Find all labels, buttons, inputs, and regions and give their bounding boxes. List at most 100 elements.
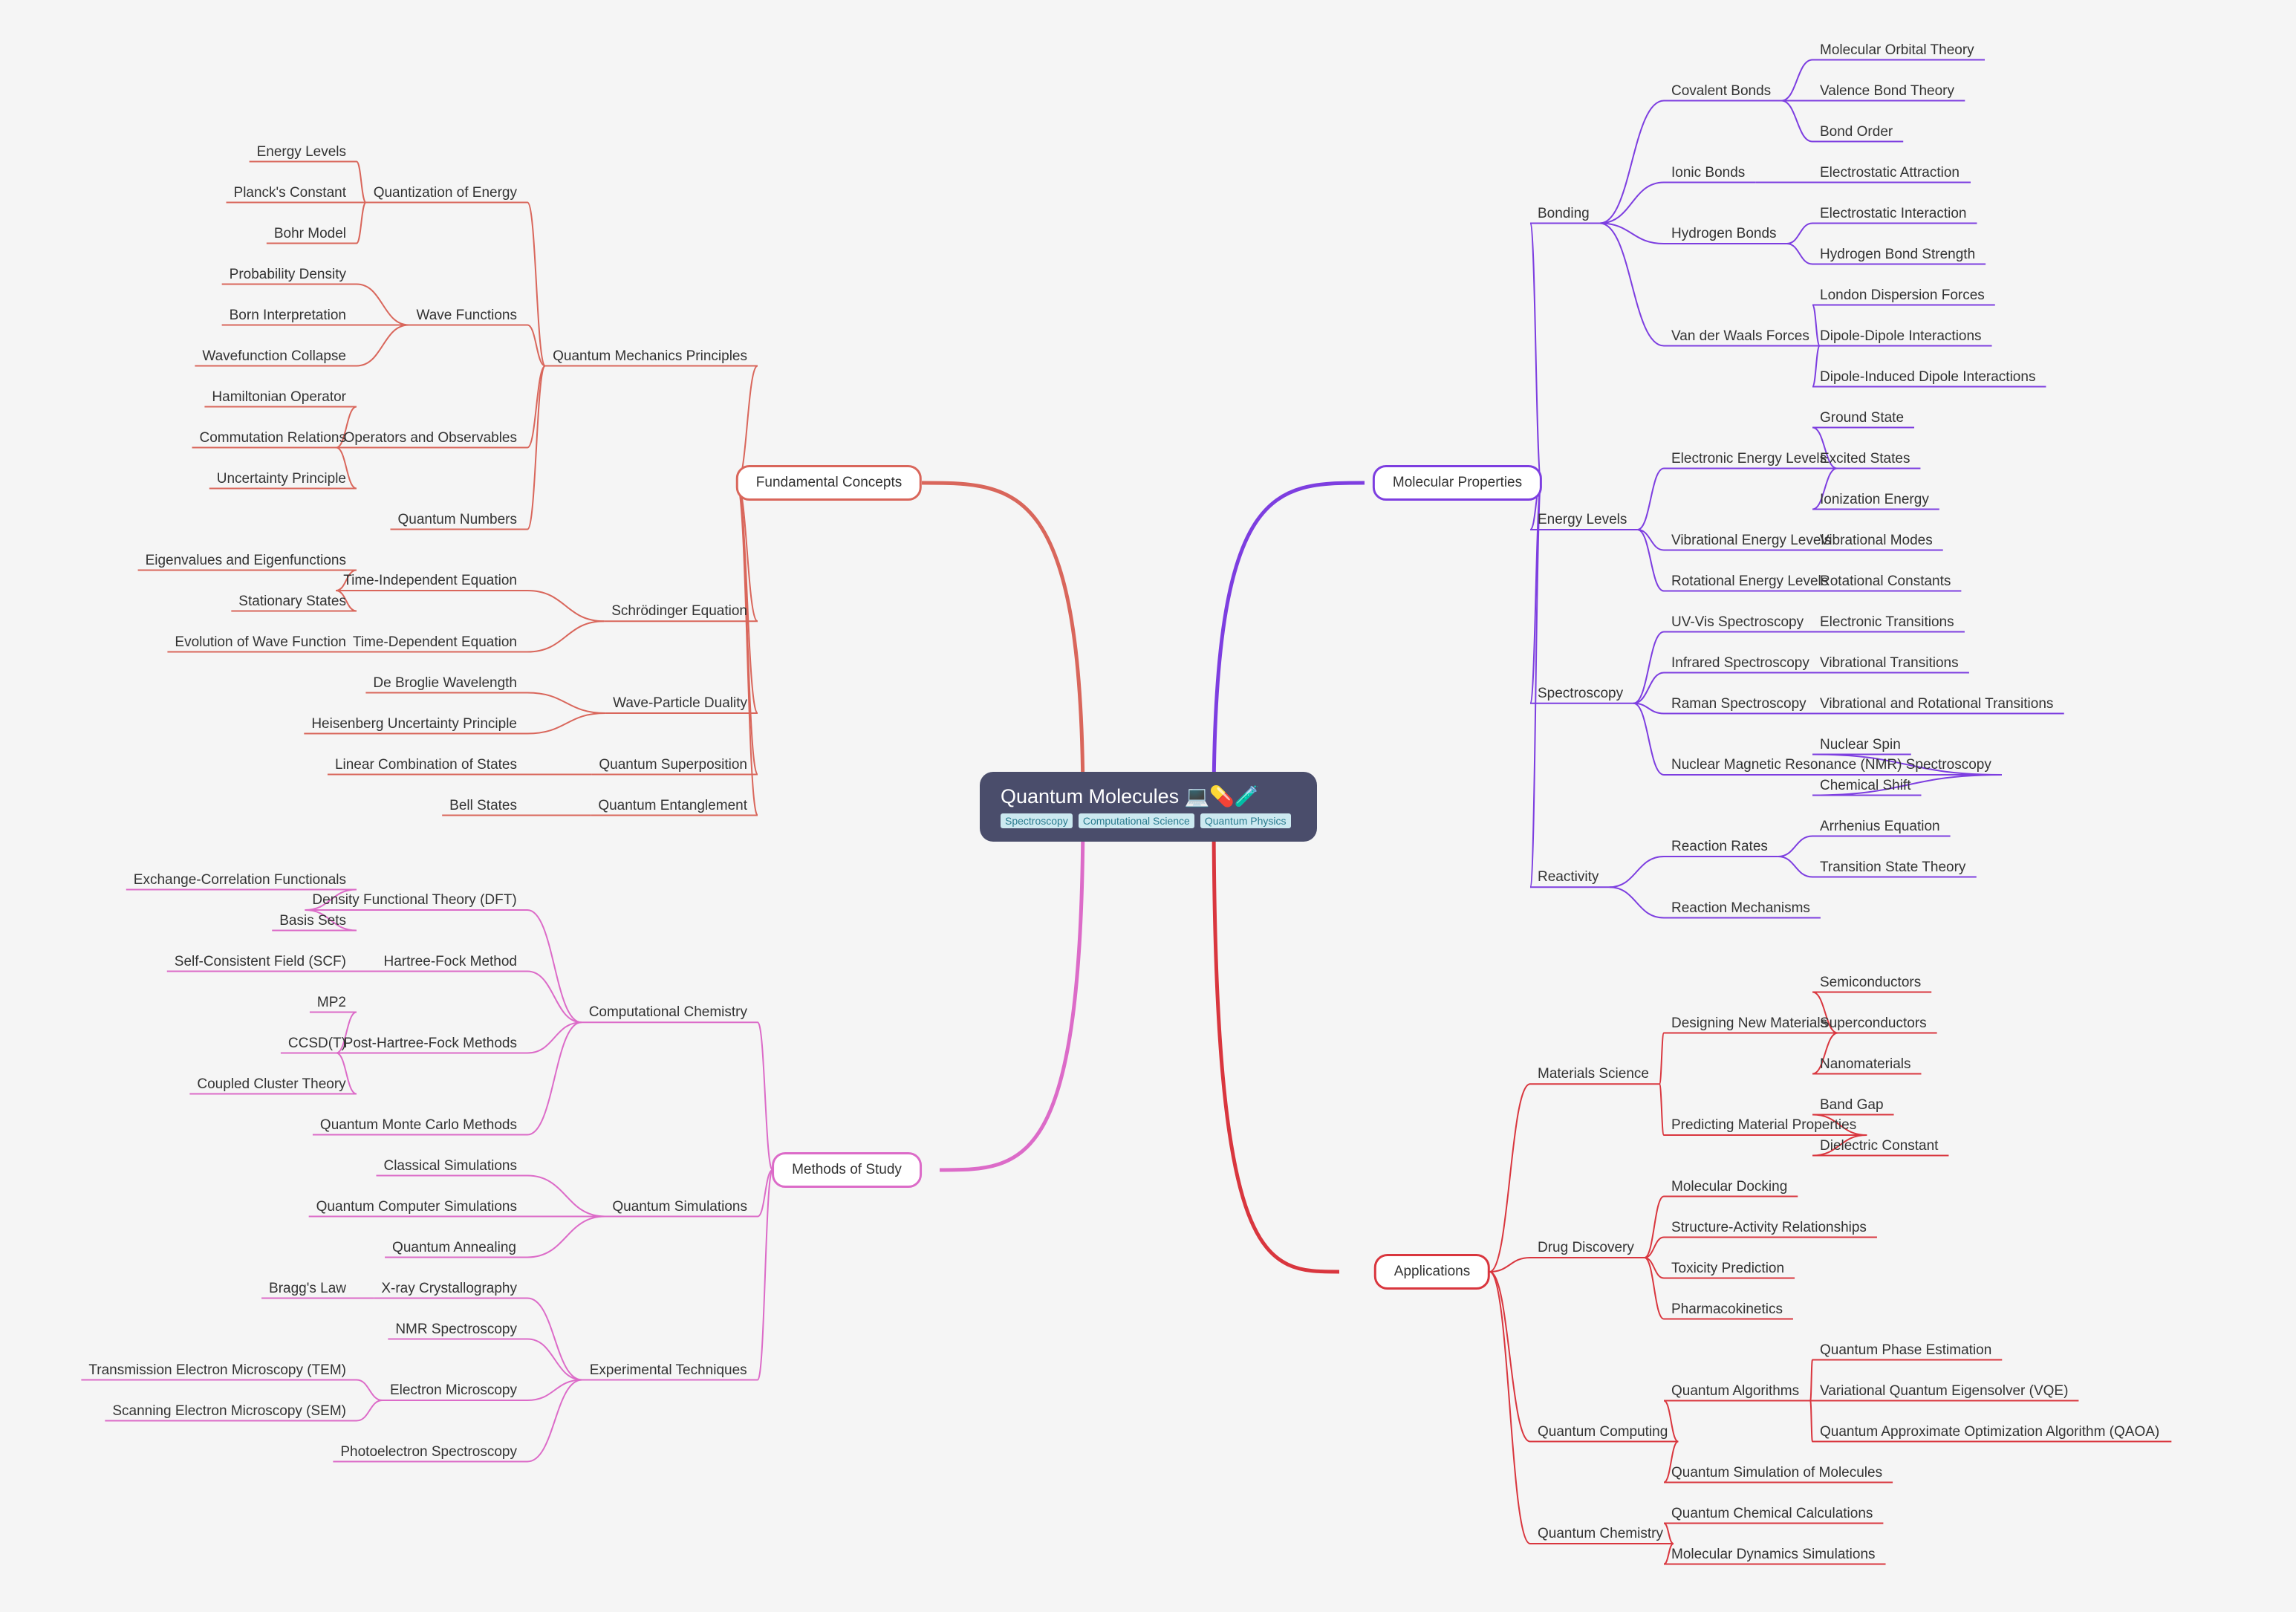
node-molecular-dynamics-simulations[interactable]: Molecular Dynamics Simulations	[1671, 1546, 1876, 1562]
node-rotational-energy-levels[interactable]: Rotational Energy Levels	[1671, 573, 1829, 589]
node-de-broglie-wavelength[interactable]: De Broglie Wavelength	[373, 675, 517, 691]
node-spectroscopy[interactable]: Spectroscopy	[1538, 685, 1624, 701]
root-node[interactable]: Quantum Molecules 💻💊🧪 Spectroscopy Compu…	[980, 772, 1317, 842]
node-bonding[interactable]: Bonding	[1538, 205, 1590, 221]
node-linear-combination-of-states[interactable]: Linear Combination of States	[334, 756, 517, 773]
node-quantum-entanglement[interactable]: Quantum Entanglement	[598, 797, 747, 813]
node-arrhenius-equation[interactable]: Arrhenius Equation	[1820, 818, 1940, 834]
node-time-dependent-equation[interactable]: Time-Dependent Equation	[352, 634, 517, 650]
node-bohr-model[interactable]: Bohr Model	[273, 225, 346, 241]
node-electrostatic-interaction[interactable]: Electrostatic Interaction	[1820, 205, 1967, 221]
node-ccsd-t[interactable]: CCSD(T)	[287, 1035, 346, 1051]
tag-spectroscopy[interactable]: Spectroscopy	[1001, 813, 1073, 828]
node-reaction-rates[interactable]: Reaction Rates	[1671, 839, 1768, 854]
node-covalent-bonds[interactable]: Covalent Bonds	[1671, 82, 1772, 99]
node-infrared-spectroscopy[interactable]: Infrared Spectroscopy	[1671, 654, 1809, 671]
node-coupled-cluster-theory[interactable]: Coupled Cluster Theory	[197, 1076, 346, 1092]
node-operators-and-observables[interactable]: Operators and Observables	[343, 429, 517, 446]
node-electronic-transitions[interactable]: Electronic Transitions	[1820, 614, 1954, 630]
node-electronic-energy-levels[interactable]: Electronic Energy Levels	[1671, 450, 1827, 467]
node-mp2[interactable]: MP2	[316, 994, 346, 1010]
node-nuclear-spin[interactable]: Nuclear Spin	[1820, 736, 1901, 753]
node-dipole-induced-dipole-interactions[interactable]: Dipole-Induced Dipole Interactions	[1820, 368, 2036, 385]
node-schr-dinger-equation[interactable]: Schrödinger Equation	[611, 603, 747, 620]
node-quantum-superposition[interactable]: Quantum Superposition	[599, 756, 747, 773]
node-toxicity-prediction[interactable]: Toxicity Prediction	[1671, 1260, 1785, 1276]
node-quantum-annealing[interactable]: Quantum Annealing	[392, 1239, 516, 1255]
node-designing-new-materials[interactable]: Designing New Materials	[1671, 1015, 1828, 1031]
node-excited-states[interactable]: Excited States	[1820, 450, 1910, 467]
node-photoelectron-spectroscopy[interactable]: Photoelectron Spectroscopy	[340, 1443, 517, 1460]
node-wavefunction-collapse[interactable]: Wavefunction Collapse	[202, 348, 346, 364]
branch-methods-of-study[interactable]: Methods of Study	[772, 1152, 922, 1188]
node-classical-simulations[interactable]: Classical Simulations	[383, 1157, 517, 1174]
node-vibrational-modes[interactable]: Vibrational Modes	[1820, 532, 1933, 548]
node-vibrational-and-rotational-transitions[interactable]: Vibrational and Rotational Transitions	[1820, 695, 2054, 712]
node-uncertainty-principle[interactable]: Uncertainty Principle	[216, 470, 346, 487]
node-drug-discovery[interactable]: Drug Discovery	[1538, 1240, 1634, 1255]
node-variational-quantum-eigensolver-vqe[interactable]: Variational Quantum Eigensolver (VQE)	[1820, 1382, 2069, 1399]
node-raman-spectroscopy[interactable]: Raman Spectroscopy	[1671, 695, 1806, 712]
node-ionization-energy[interactable]: Ionization Energy	[1820, 491, 1929, 507]
node-electron-microscopy[interactable]: Electron Microscopy	[389, 1382, 517, 1398]
node-quantization-of-energy[interactable]: Quantization of Energy	[373, 184, 517, 201]
node-transition-state-theory[interactable]: Transition State Theory	[1820, 859, 1966, 875]
node-wave-functions[interactable]: Wave Functions	[416, 307, 517, 323]
node-molecular-docking[interactable]: Molecular Docking	[1671, 1178, 1788, 1195]
node-quantum-approximate-optimization-algorithm-qaoa[interactable]: Quantum Approximate Optimization Algorit…	[1820, 1423, 2160, 1440]
node-quantum-algorithms[interactable]: Quantum Algorithms	[1671, 1382, 1800, 1399]
node-post-hartree-fock-methods[interactable]: Post-Hartree-Fock Methods	[343, 1035, 517, 1051]
node-dielectric-constant[interactable]: Dielectric Constant	[1820, 1137, 1939, 1154]
node-computational-chemistry[interactable]: Computational Chemistry	[588, 1004, 747, 1021]
node-superconductors[interactable]: Superconductors	[1820, 1015, 1927, 1031]
node-planck-s-constant[interactable]: Planck's Constant	[233, 184, 346, 201]
branch-fundamental-concepts[interactable]: Fundamental Concepts	[735, 465, 923, 501]
tag-quantum-physics[interactable]: Quantum Physics	[1200, 813, 1291, 828]
node-bell-states[interactable]: Bell States	[449, 797, 517, 813]
branch-applications[interactable]: Applications	[1373, 1254, 1491, 1290]
node-experimental-techniques[interactable]: Experimental Techniques	[589, 1362, 747, 1378]
node-density-functional-theory-dft[interactable]: Density Functional Theory (DFT)	[312, 892, 517, 908]
node-ground-state[interactable]: Ground State	[1820, 409, 1905, 426]
node-hamiltonian-operator[interactable]: Hamiltonian Operator	[212, 389, 346, 405]
node-nmr-spectroscopy[interactable]: NMR Spectroscopy	[395, 1321, 517, 1337]
node-bond-order[interactable]: Bond Order	[1820, 123, 1893, 140]
node-pharmacokinetics[interactable]: Pharmacokinetics	[1671, 1301, 1783, 1317]
node-nuclear-magnetic-resonance-nmr-spectroscopy[interactable]: Nuclear Magnetic Resonance (NMR) Spectro…	[1671, 757, 1991, 773]
tag-computational-science[interactable]: Computational Science	[1078, 813, 1194, 828]
node-exchange-correlation-functionals[interactable]: Exchange-Correlation Functionals	[133, 871, 346, 888]
node-transmission-electron-microscopy-tem[interactable]: Transmission Electron Microscopy (TEM)	[88, 1362, 346, 1378]
node-hydrogen-bond-strength[interactable]: Hydrogen Bond Strength	[1820, 246, 1976, 262]
node-dipole-dipole-interactions[interactable]: Dipole-Dipole Interactions	[1820, 328, 1982, 344]
node-evolution-of-wave-function[interactable]: Evolution of Wave Function	[175, 634, 346, 650]
node-heisenberg-uncertainty-principle[interactable]: Heisenberg Uncertainty Principle	[311, 715, 517, 732]
node-vibrational-energy-levels[interactable]: Vibrational Energy Levels	[1671, 532, 1832, 548]
node-quantum-mechanics-principles[interactable]: Quantum Mechanics Principles	[553, 348, 747, 364]
node-hartree-fock-method[interactable]: Hartree-Fock Method	[383, 953, 517, 969]
node-semiconductors[interactable]: Semiconductors	[1820, 974, 1922, 990]
node-quantum-chemistry[interactable]: Quantum Chemistry	[1538, 1526, 1663, 1541]
node-materials-science[interactable]: Materials Science	[1538, 1066, 1649, 1082]
node-quantum-numbers[interactable]: Quantum Numbers	[397, 511, 517, 527]
branch-molecular-properties[interactable]: Molecular Properties	[1372, 465, 1543, 501]
node-x-ray-crystallography[interactable]: X-ray Crystallography	[381, 1280, 517, 1296]
node-quantum-computer-simulations[interactable]: Quantum Computer Simulations	[316, 1198, 517, 1215]
node-structure-activity-relationships[interactable]: Structure-Activity Relationships	[1671, 1219, 1867, 1235]
node-vibrational-transitions[interactable]: Vibrational Transitions	[1820, 654, 1959, 671]
node-valence-bond-theory[interactable]: Valence Bond Theory	[1820, 82, 1954, 99]
node-self-consistent-field-scf[interactable]: Self-Consistent Field (SCF)	[174, 953, 346, 969]
node-wave-particle-duality[interactable]: Wave-Particle Duality	[613, 695, 747, 711]
node-quantum-simulations[interactable]: Quantum Simulations	[612, 1198, 747, 1215]
node-band-gap[interactable]: Band Gap	[1820, 1096, 1884, 1113]
node-quantum-simulation-of-molecules[interactable]: Quantum Simulation of Molecules	[1671, 1464, 1883, 1481]
node-molecular-orbital-theory[interactable]: Molecular Orbital Theory	[1820, 42, 1974, 58]
node-probability-density[interactable]: Probability Density	[229, 266, 346, 282]
node-born-interpretation[interactable]: Born Interpretation	[229, 307, 346, 323]
node-uv-vis-spectroscopy[interactable]: UV-Vis Spectroscopy	[1671, 614, 1804, 630]
node-quantum-monte-carlo-methods[interactable]: Quantum Monte Carlo Methods	[319, 1117, 517, 1133]
node-energy-levels[interactable]: Energy Levels	[256, 143, 346, 160]
node-electrostatic-attraction[interactable]: Electrostatic Attraction	[1820, 164, 1960, 181]
node-basis-sets[interactable]: Basis Sets	[279, 912, 346, 929]
node-stationary-states[interactable]: Stationary States	[238, 593, 346, 609]
node-quantum-chemical-calculations[interactable]: Quantum Chemical Calculations	[1671, 1505, 1873, 1521]
